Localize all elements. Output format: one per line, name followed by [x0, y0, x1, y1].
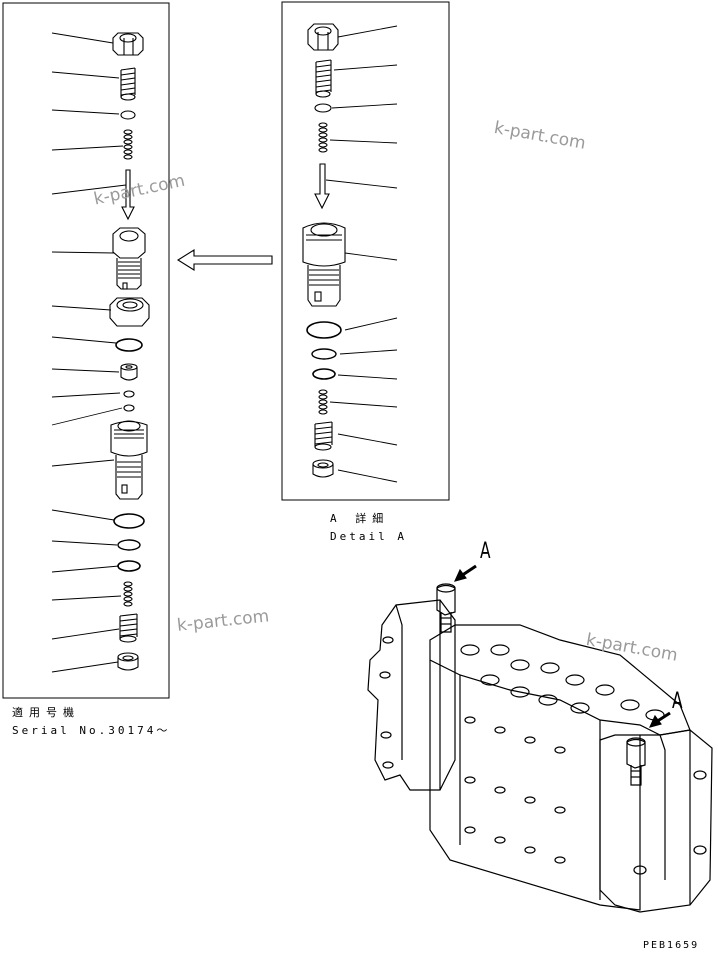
left-oring-2	[113, 513, 145, 529]
detail-ball	[314, 103, 332, 113]
transfer-arrow	[176, 249, 273, 271]
view-label-top: A	[480, 539, 491, 564]
view-label-right: A	[672, 689, 683, 714]
view-arrow-right	[649, 711, 671, 728]
left-oring-3	[117, 560, 141, 572]
detail-oring-1	[306, 321, 342, 339]
left-cartridge-2	[110, 420, 148, 500]
detail-panel-frame	[281, 1, 450, 501]
detail-leader-lines	[325, 25, 398, 483]
left-spring-4	[119, 613, 138, 643]
left-leader-lines	[51, 32, 127, 673]
left-panel-frame	[2, 2, 170, 699]
left-spring-2	[123, 129, 133, 160]
left-poppet	[121, 169, 135, 221]
detail-caption-en: Detail A	[330, 530, 407, 543]
detail-ring-2	[311, 348, 337, 360]
detail-nut	[307, 23, 339, 51]
control-valve-assembly	[367, 583, 713, 913]
detail-oring-3	[312, 368, 336, 380]
detail-spring-4	[314, 421, 333, 451]
view-arrow-top	[454, 564, 477, 582]
left-nut	[112, 32, 144, 56]
drawing-code: PEB1659	[643, 940, 700, 951]
detail-cartridge	[302, 222, 346, 307]
left-ring-small	[123, 390, 135, 398]
left-caption-jp: 適用号機	[12, 706, 80, 719]
detail-cap	[312, 459, 334, 478]
left-oring-1	[115, 338, 143, 352]
left-spring-1	[120, 67, 136, 101]
detail-poppet	[314, 163, 330, 210]
left-caption-serial: Serial No.30174～	[12, 724, 171, 737]
detail-spring-1	[315, 59, 332, 98]
left-spring-3	[123, 581, 133, 607]
left-ring-3	[117, 539, 141, 551]
detail-caption-jp: A 詳細	[330, 512, 390, 525]
left-seat	[120, 363, 138, 381]
detail-spring-3	[318, 389, 328, 415]
detail-spring-2	[318, 122, 328, 153]
left-cap	[117, 652, 139, 671]
left-cartridge-1	[112, 227, 146, 290]
left-ring-small-2	[123, 404, 135, 412]
left-nut-2	[109, 297, 150, 327]
left-ball	[120, 110, 136, 120]
